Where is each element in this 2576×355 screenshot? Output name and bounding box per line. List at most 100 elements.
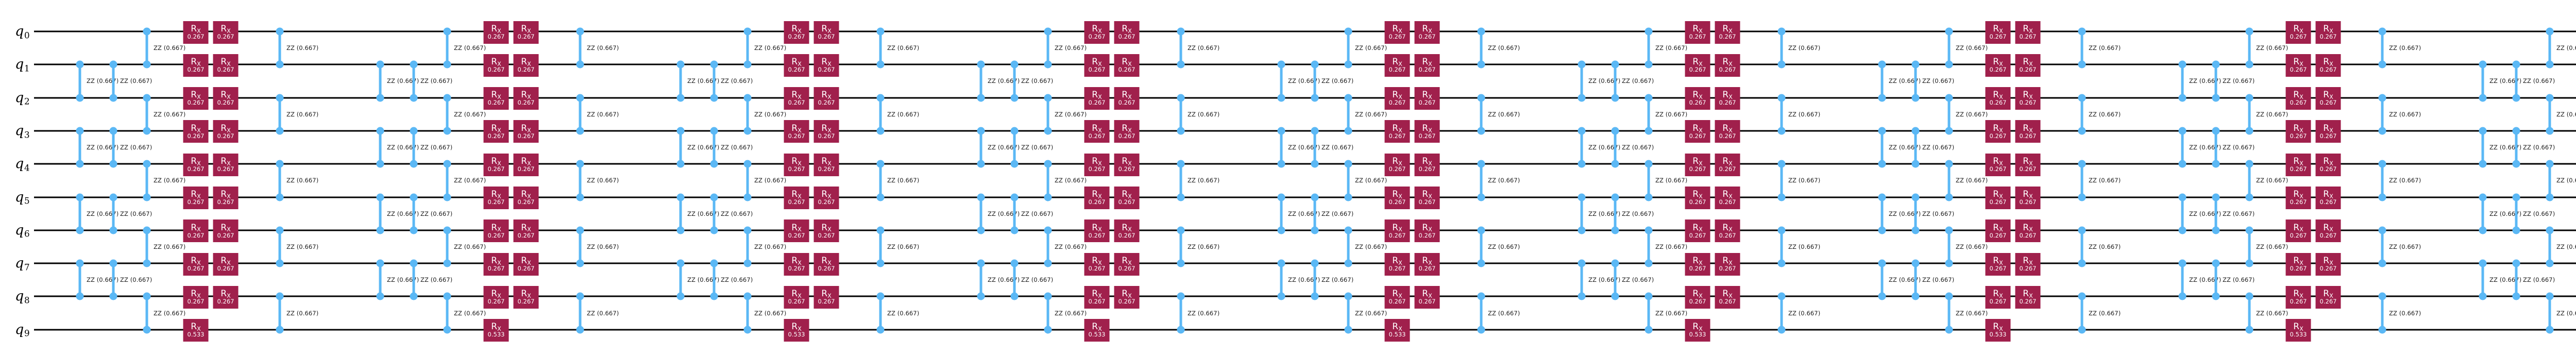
zz-gate-link[interactable] (2181, 130, 2184, 164)
zz-gate-dot[interactable] (1645, 160, 1653, 168)
zz-gate-dot[interactable] (1477, 259, 1485, 267)
zz-gate-link[interactable] (2181, 197, 2184, 230)
zz-gate-link[interactable] (1179, 296, 1182, 330)
zz-gate-link[interactable] (2248, 296, 2251, 330)
zz-gate-dot[interactable] (977, 193, 985, 201)
zz-gate-dot[interactable] (1010, 127, 1019, 135)
zz-gate-link[interactable] (979, 64, 982, 98)
zz-gate-dot[interactable] (2378, 193, 2386, 201)
zz-gate-link[interactable] (446, 230, 449, 264)
zz-gate-dot[interactable] (710, 193, 718, 201)
zz-gate-dot[interactable] (2178, 60, 2187, 69)
zz-gate-dot[interactable] (1645, 326, 1653, 334)
zz-gate-dot[interactable] (743, 94, 752, 102)
zz-gate-dot[interactable] (1277, 193, 1285, 201)
zz-gate-dot[interactable] (2378, 127, 2386, 135)
zz-gate-link[interactable] (746, 31, 749, 65)
zz-gate-dot[interactable] (1578, 193, 1586, 201)
zz-gate-dot[interactable] (1645, 27, 1653, 36)
zz-gate-dot[interactable] (977, 160, 985, 168)
zz-gate-dot[interactable] (76, 259, 84, 267)
zz-gate-link[interactable] (879, 31, 882, 65)
zz-gate-dot[interactable] (1645, 292, 1653, 300)
zz-gate-link[interactable] (1347, 164, 1350, 197)
zz-gate-link[interactable] (2548, 230, 2551, 264)
zz-gate-dot[interactable] (2178, 127, 2187, 135)
zz-gate-dot[interactable] (1777, 193, 1786, 201)
zz-gate-dot[interactable] (710, 259, 718, 267)
zz-gate-dot[interactable] (443, 292, 451, 300)
zz-gate-dot[interactable] (1044, 60, 1052, 69)
zz-gate-dot[interactable] (743, 127, 752, 135)
zz-gate-link[interactable] (1347, 31, 1350, 65)
zz-gate-dot[interactable] (276, 94, 284, 102)
zz-gate-link[interactable] (1947, 97, 1951, 131)
zz-gate-dot[interactable] (1611, 94, 1619, 102)
zz-gate-dot[interactable] (1911, 226, 1920, 234)
zz-gate-dot[interactable] (443, 259, 451, 267)
zz-gate-link[interactable] (2515, 263, 2518, 297)
zz-gate-link[interactable] (2080, 31, 2083, 65)
zz-gate-link[interactable] (145, 296, 148, 330)
zz-gate-link[interactable] (412, 130, 415, 164)
zz-gate-dot[interactable] (1911, 60, 1920, 69)
zz-gate-dot[interactable] (1311, 193, 1319, 201)
zz-gate-dot[interactable] (143, 292, 151, 300)
zz-gate-link[interactable] (2515, 64, 2518, 98)
zz-gate-dot[interactable] (1044, 94, 1052, 102)
zz-gate-link[interactable] (2381, 164, 2384, 197)
zz-gate-dot[interactable] (410, 94, 418, 102)
zz-gate-dot[interactable] (1177, 259, 1185, 267)
zz-gate-dot[interactable] (1645, 259, 1653, 267)
zz-gate-link[interactable] (746, 164, 749, 197)
zz-gate-dot[interactable] (2378, 60, 2386, 69)
zz-gate-dot[interactable] (2178, 193, 2187, 201)
zz-gate-link[interactable] (2381, 31, 2384, 65)
zz-gate-link[interactable] (278, 97, 281, 131)
zz-gate-dot[interactable] (2512, 127, 2520, 135)
zz-gate-dot[interactable] (1477, 226, 1485, 234)
zz-gate-dot[interactable] (977, 259, 985, 267)
zz-gate-dot[interactable] (2479, 127, 2487, 135)
zz-gate-dot[interactable] (1010, 226, 1019, 234)
zz-gate-link[interactable] (1880, 130, 1884, 164)
zz-gate-dot[interactable] (143, 226, 151, 234)
zz-gate-link[interactable] (1013, 263, 1016, 297)
zz-gate-link[interactable] (446, 97, 449, 131)
zz-gate-dot[interactable] (443, 160, 451, 168)
zz-gate-dot[interactable] (576, 326, 584, 334)
zz-gate-dot[interactable] (1878, 60, 1886, 69)
zz-gate-dot[interactable] (676, 292, 685, 300)
zz-gate-dot[interactable] (143, 94, 151, 102)
zz-gate-link[interactable] (78, 263, 81, 297)
zz-gate-dot[interactable] (276, 127, 284, 135)
zz-gate-dot[interactable] (2245, 326, 2253, 334)
zz-gate-dot[interactable] (1344, 226, 1352, 234)
zz-gate-dot[interactable] (1945, 259, 1953, 267)
zz-gate-link[interactable] (713, 64, 716, 98)
